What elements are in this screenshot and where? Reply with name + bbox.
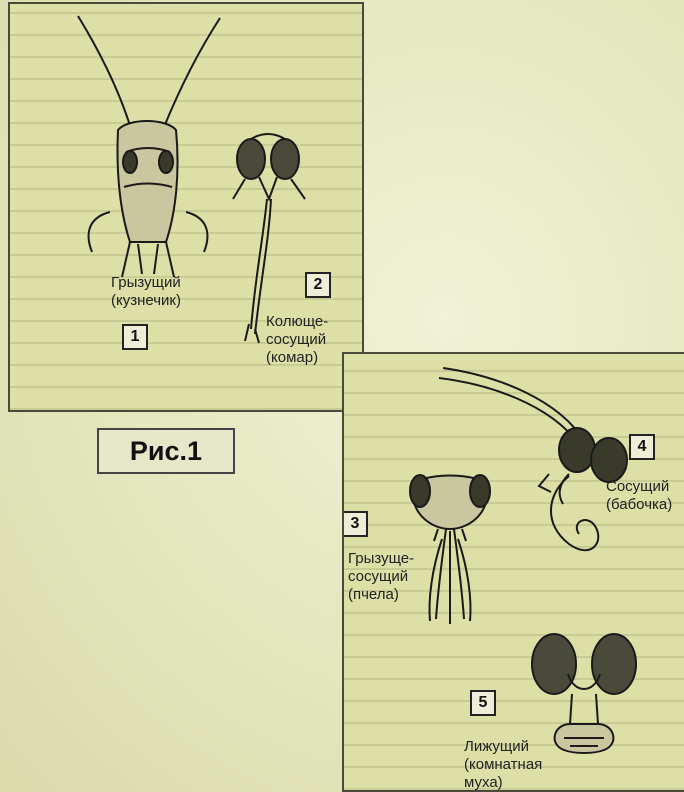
figure-panel-1: Грызущий (кузнечик) 1 2 Колюще- сосущий … [8,2,364,412]
number-badge-1: 1 [122,324,148,350]
caption-housefly: Лижущий (комнатная муха) [464,738,542,792]
caption-line: (кузнечик) [111,292,181,310]
caption-line: муха) [464,774,542,792]
figure-panel-2: 4 Сосущий (бабочка) 3 Грызуще- сосущий (… [342,352,684,792]
caption-line: Грызущий [111,274,181,292]
caption-line: сосущий [348,568,414,586]
caption-line: Сосущий [606,478,672,496]
caption-line: (комнатная [464,756,542,774]
bee-head-icon [402,469,498,629]
caption-line: (бабочка) [606,496,672,514]
caption-mosquito: Колюще- сосущий (комар) [266,313,328,367]
number-badge-2: 2 [305,272,331,298]
figure-label: Рис.1 [97,428,235,474]
caption-butterfly: Сосущий (бабочка) [606,478,672,514]
caption-line: Грызуще- [348,550,414,568]
number-badge-4: 4 [629,434,655,460]
caption-line: сосущий [266,331,328,349]
number-badge-3: 3 [342,511,368,537]
caption-line: (комар) [266,349,328,367]
caption-bee: Грызуще- сосущий (пчела) [348,550,414,604]
grasshopper-head-icon [70,12,230,282]
caption-line: Колюще- [266,313,328,331]
number-badge-5: 5 [470,690,496,716]
caption-line: (пчела) [348,586,414,604]
caption-grasshopper: Грызущий (кузнечик) [111,274,181,310]
caption-line: Лижущий [464,738,542,756]
